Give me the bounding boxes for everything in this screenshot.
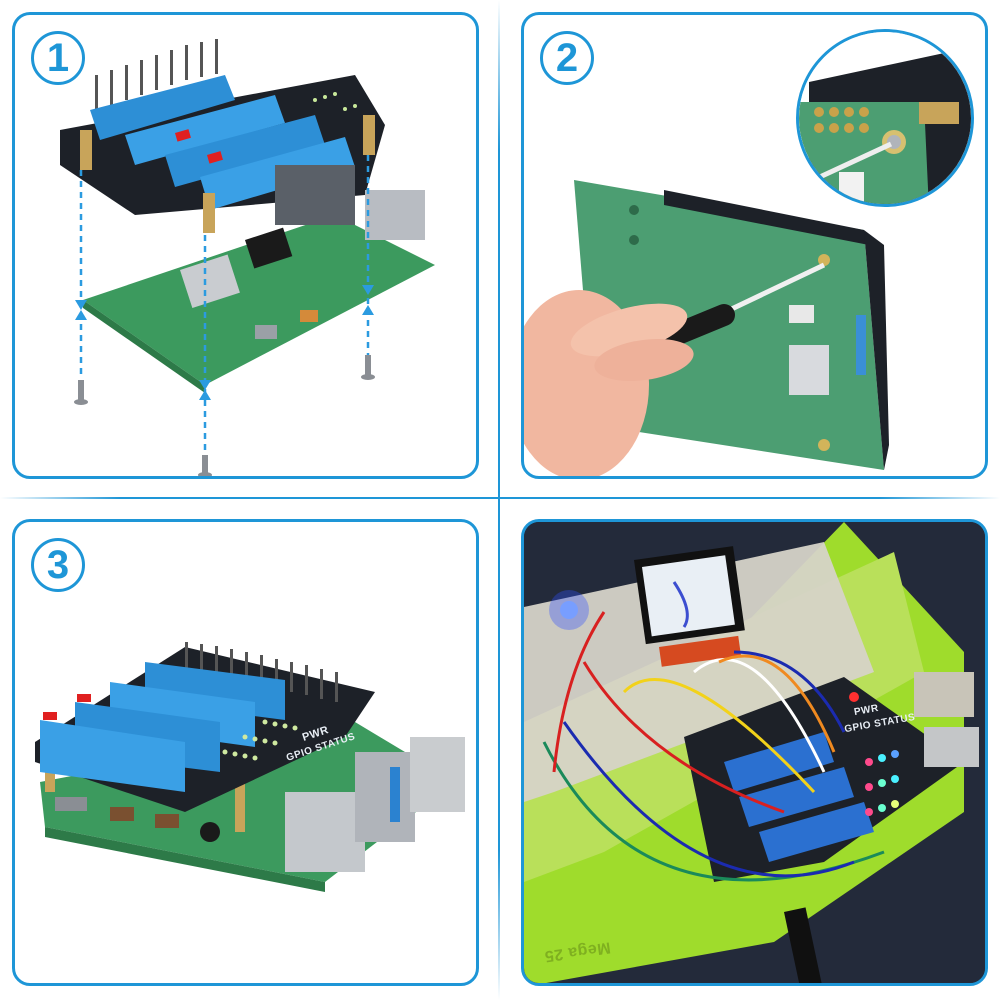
panel-step-2: 2	[521, 12, 988, 479]
assembled-hat-photo	[35, 642, 465, 892]
panel-demo: PWR GPIO STATUS Mega 25	[521, 519, 988, 986]
panel-step-3: 3	[12, 519, 479, 986]
step-badge-2: 2	[540, 31, 594, 85]
screw-tightening-photo	[524, 180, 889, 476]
assembly-exploded-illustration	[60, 39, 435, 476]
step-badge-3: 3	[31, 538, 85, 592]
horizontal-divider	[0, 497, 1000, 499]
zoom-inset	[796, 29, 974, 207]
demo-setup-photo	[524, 522, 985, 983]
step-badge-1: 1	[31, 31, 85, 85]
panel-step-1: 1	[12, 12, 479, 479]
vertical-divider	[498, 0, 500, 1000]
